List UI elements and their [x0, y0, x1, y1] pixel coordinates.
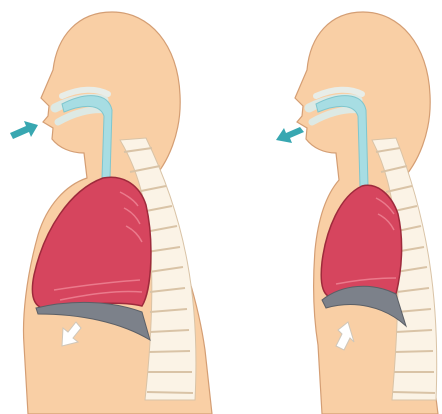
exhalation-panel [276, 12, 438, 414]
exhalation-air-arrow-icon [276, 127, 304, 143]
inhalation-lung [32, 177, 151, 308]
inhalation-panel [10, 12, 212, 414]
inhalation-air-arrow-icon [10, 121, 38, 139]
